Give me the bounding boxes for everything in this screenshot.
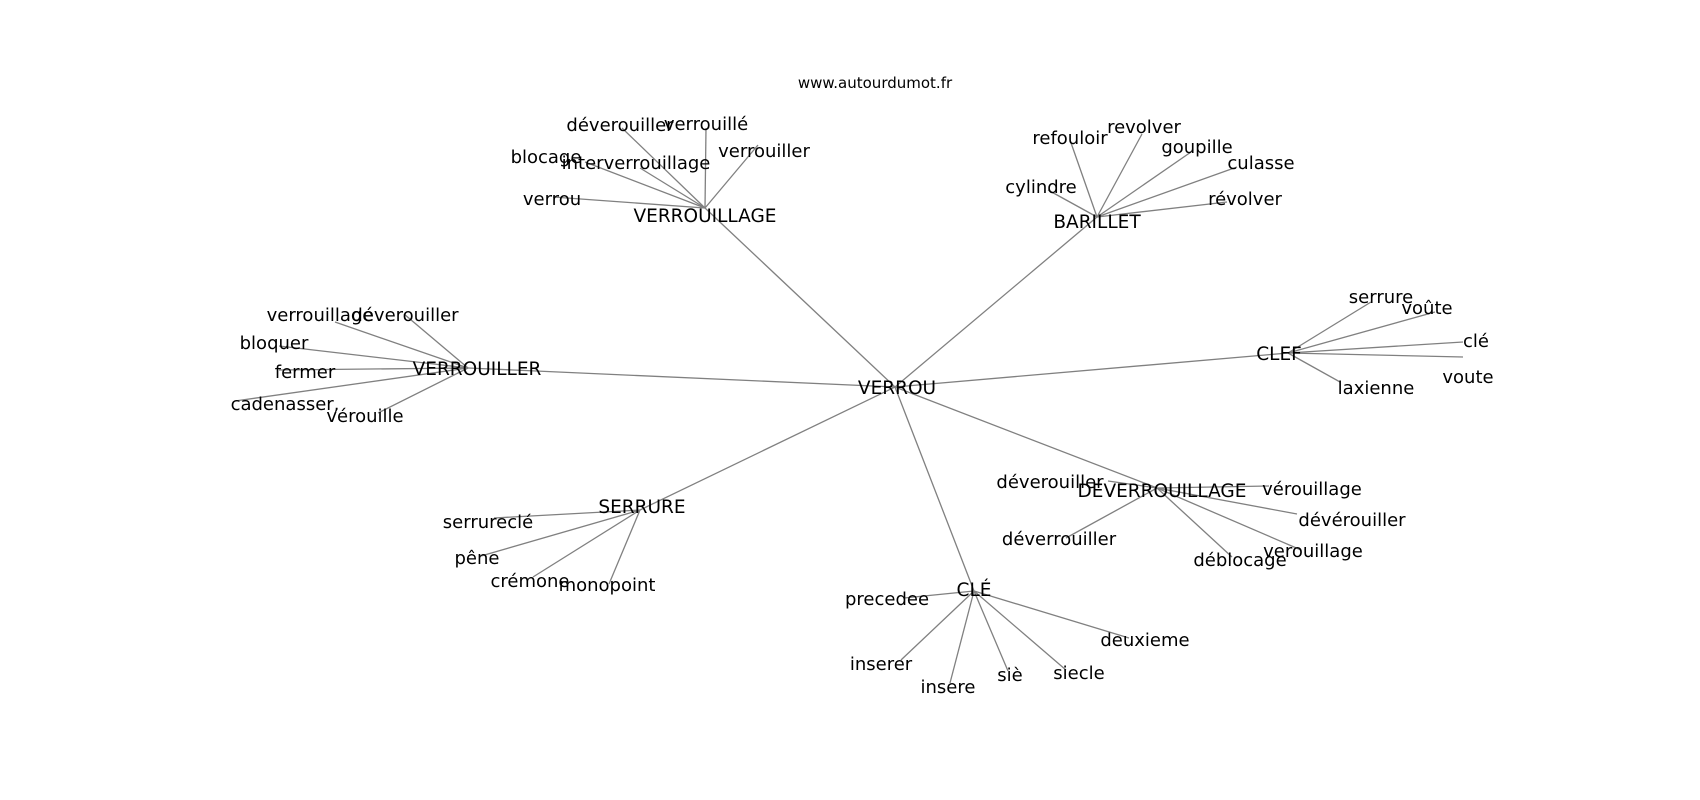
- edge-hub-to-leaf: [1156, 487, 1302, 551]
- edge-hub-to-leaf: [1287, 352, 1341, 383]
- hub-node-label: SERRURE: [598, 497, 685, 518]
- edge-hub-to-leaf: [1287, 311, 1436, 354]
- leaf-node-label: inserer: [850, 654, 913, 675]
- leaf-node-label: verrou: [523, 189, 581, 210]
- edge-hub-to-leaf: [552, 196, 706, 209]
- edge-hub-to-leaf: [234, 367, 469, 402]
- leaf-node-label: siecle: [1053, 663, 1104, 684]
- leaf-node-label: déblocage: [1193, 550, 1286, 571]
- edge-hub-to-leaf: [1107, 480, 1158, 489]
- leaf-node-label: goupille: [1161, 137, 1232, 158]
- edge-hub-to-leaf: [949, 590, 975, 684]
- edge-hub-to-leaf: [1156, 485, 1270, 489]
- leaf-node-label: révolver: [1208, 189, 1282, 210]
- edge-hub-to-leaf: [1096, 151, 1192, 218]
- leaf-node-label: verrouillage: [267, 305, 374, 326]
- leaf-node-label: blocage: [511, 147, 582, 168]
- leaf-node-label: cadenasser,: [231, 394, 340, 415]
- edge-hub-to-leaf: [1047, 189, 1098, 218]
- edge-hub-to-leaf: [1156, 487, 1233, 558]
- leaf-node-label: fermer: [275, 362, 336, 383]
- edge-root-to-hub: [467, 367, 896, 388]
- edge-hub-to-leaf: [903, 590, 975, 599]
- leaf-node-label: verrouiller: [718, 141, 810, 162]
- edge-hub-to-leaf: [278, 367, 469, 371]
- edge-hub-to-leaf: [973, 590, 1009, 672]
- edge-root-to-hub: [894, 386, 1158, 489]
- edge-hub-to-leaf: [1096, 166, 1238, 218]
- edge-hub-to-leaf: [704, 127, 707, 209]
- leaf-node-label: serrure: [1349, 287, 1413, 308]
- edge-hub-to-leaf: [973, 590, 1067, 671]
- edge-hub-to-leaf: [584, 161, 706, 209]
- leaf-node-label: laxienne: [1338, 378, 1415, 399]
- edge-hub-to-leaf: [403, 313, 469, 369]
- edge-hub-to-leaf: [639, 167, 706, 209]
- edges: [234, 127, 1464, 684]
- leaf-node-label: vérouillage: [1262, 479, 1362, 500]
- edge-root-to-hub: [894, 216, 1098, 388]
- leaf-node-label: siè: [997, 665, 1022, 686]
- edge-hub-to-leaf: [480, 509, 641, 557]
- leaf-node-label: déverouiller: [351, 305, 459, 326]
- edge-hub-to-leaf: [1287, 341, 1464, 354]
- leaf-node-label: monopoint: [559, 575, 656, 596]
- edge-hub-to-leaf: [532, 509, 641, 578]
- hub-node-label: VERROUILLAGE: [633, 206, 776, 227]
- leaf-node-label: deuxieme: [1100, 630, 1189, 651]
- edge-hub-to-leaf: [621, 127, 706, 209]
- leaf-node-label: pêne: [455, 548, 500, 569]
- edge-hub-to-leaf: [973, 590, 1130, 639]
- leaf-node-label: serrureclé: [443, 512, 533, 533]
- root-node-label: VERROU: [858, 378, 936, 399]
- edge-hub-to-leaf: [1069, 139, 1098, 218]
- edge-hub-to-leaf: [704, 144, 759, 209]
- leaf-node-label: voûte: [1401, 298, 1452, 319]
- hub-node-label: CLEF: [1256, 344, 1302, 365]
- edge-hub-to-leaf: [900, 590, 975, 661]
- leaf-node-label: déverouiller: [996, 472, 1104, 493]
- leaf-node-label: vérouille: [326, 406, 403, 427]
- leaf-node-label: interverrouillage: [562, 153, 711, 174]
- leaf-node-label: verouillage: [1263, 541, 1363, 562]
- leaf-node-label: clé: [1463, 331, 1489, 352]
- leaf-node-label: déverrouiller: [1002, 529, 1117, 550]
- edge-root-to-hub: [704, 207, 896, 388]
- edge-hub-to-leaf: [1156, 487, 1298, 515]
- edge-hub-to-leaf: [493, 509, 641, 519]
- leaf-node-label: dévérouiller: [1298, 510, 1406, 531]
- leaf-node-label: revolver: [1107, 117, 1181, 138]
- leaf-node-label: crémone: [490, 571, 569, 592]
- node-labels: déverouillerverrouilléverrouillerblocage…: [231, 114, 1494, 698]
- edge-hub-to-leaf: [1287, 352, 1464, 358]
- leaf-node-label: déverouiller: [566, 115, 674, 136]
- leaf-node-label: voute: [1442, 367, 1493, 388]
- edge-hub-to-leaf: [278, 345, 469, 369]
- leaf-node-label: bloquer: [240, 333, 309, 354]
- hub-node-label: CLÉ: [957, 579, 992, 601]
- leaf-node-label: insere: [921, 677, 976, 698]
- hub-node-label: BARILLET: [1053, 212, 1141, 233]
- edge-hub-to-leaf: [1065, 487, 1158, 539]
- edge-hub-to-leaf: [1287, 301, 1372, 354]
- site-url: www.autourdumot.fr: [798, 74, 953, 92]
- edge-hub-to-leaf: [1096, 133, 1143, 218]
- edge-root-to-hub: [894, 386, 975, 592]
- hub-node-label: VERROUILLER: [413, 359, 542, 380]
- leaf-node-label: culasse: [1227, 153, 1294, 174]
- edge-hub-to-leaf: [377, 367, 469, 414]
- edge-root-to-hub: [894, 352, 1289, 388]
- edge-hub-to-leaf: [608, 509, 641, 585]
- leaf-node-label: cylindre: [1005, 177, 1076, 198]
- leaf-node-label: verrouillé: [664, 114, 748, 135]
- leaf-node-label: precedee: [845, 589, 929, 610]
- edge-root-to-hub: [639, 386, 896, 511]
- leaf-node-label: refouloir: [1032, 128, 1108, 149]
- edge-hub-to-leaf: [1096, 201, 1228, 218]
- hub-node-label: DEVERROUILLAGE: [1078, 481, 1247, 502]
- edge-hub-to-leaf: [334, 321, 469, 369]
